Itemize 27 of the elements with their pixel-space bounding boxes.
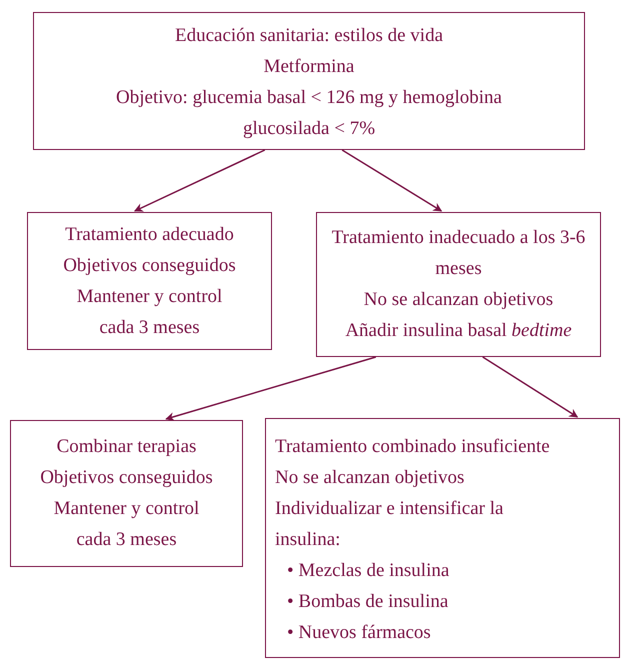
box-text: No se alcanzan objetivos	[362, 288, 554, 312]
arrow	[482, 356, 578, 418]
box-text: Combinar terapias	[56, 435, 198, 459]
box-text: Objetivos conseguidos	[62, 254, 237, 278]
process-box	[265, 418, 620, 658]
box-text: Tratamiento combinado insuficiente	[275, 435, 551, 459]
box-text: Añadir insulina basal bedtime	[344, 319, 573, 343]
box-text: Tratamiento adecuado	[64, 223, 235, 247]
arrow	[165, 356, 376, 422]
box-text: Individualizar e intensificar la insulina:	[275, 497, 504, 552]
box-text: Metformina	[262, 55, 356, 79]
box-text: Objetivo: glucemia basal < 126 mg y hemoglobina glucosilada < 7%	[115, 86, 503, 141]
process-box	[27, 212, 272, 350]
bullet-item: • Nuevos fármacos	[287, 621, 432, 645]
process-box	[316, 212, 601, 357]
bullet-item: • Bombas de insulina	[287, 590, 450, 614]
box-text: Educación sanitaria: estilos de vida	[174, 24, 444, 48]
process-box	[33, 12, 585, 150]
arrow	[342, 149, 442, 212]
box-text: Objetivos conseguidos	[39, 466, 214, 490]
box-text: Mantener y control cada 3 meses	[52, 497, 200, 552]
bullet-item: • Mezclas de insulina	[287, 559, 450, 583]
box-text: No se alcanzan objetivos	[275, 466, 466, 490]
arrow	[134, 149, 266, 212]
box-text: Tratamiento inadecuado a los 3-6 meses	[330, 226, 586, 281]
process-box	[10, 420, 243, 567]
box-text: Mantener y control cada 3 meses	[76, 285, 224, 340]
